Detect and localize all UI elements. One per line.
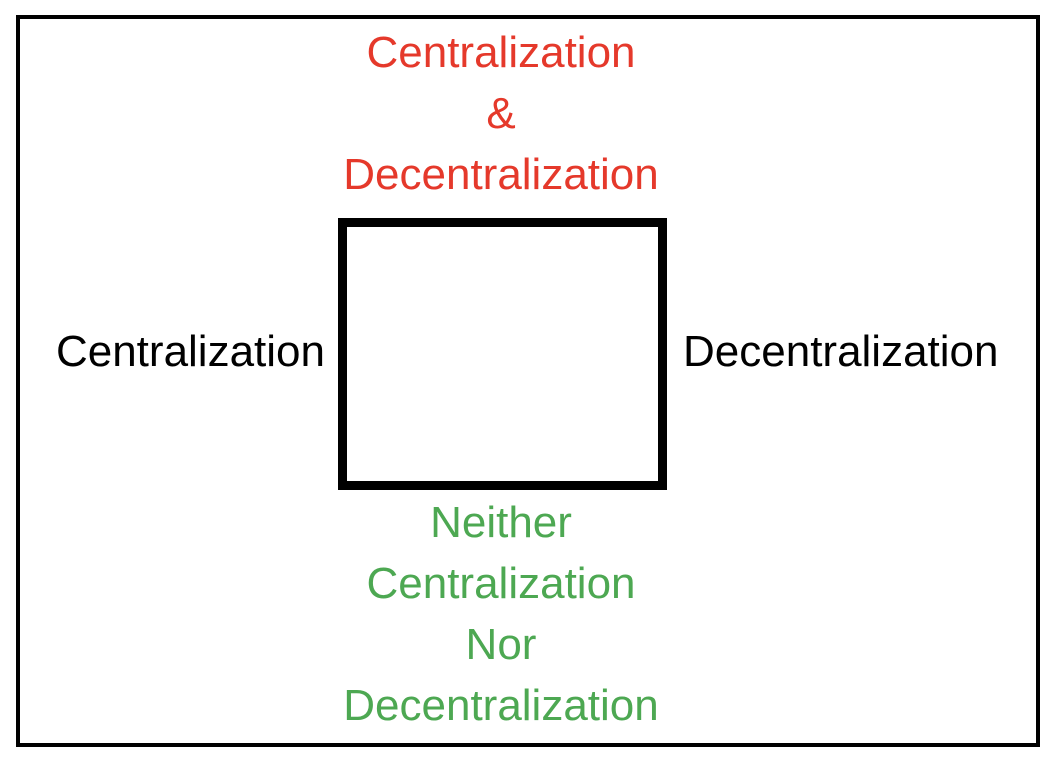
- left-label-centralization: Centralization: [55, 327, 325, 376]
- center-square: [338, 218, 667, 490]
- bottom-label-neither-centralization-nor-decentralization: Neither Centralization Nor Decentralizat…: [343, 498, 659, 730]
- right-label-decentralization: Decentralization: [683, 327, 999, 376]
- top-label-centralization-and-decentralization: Centralization & Decentralization: [343, 28, 659, 199]
